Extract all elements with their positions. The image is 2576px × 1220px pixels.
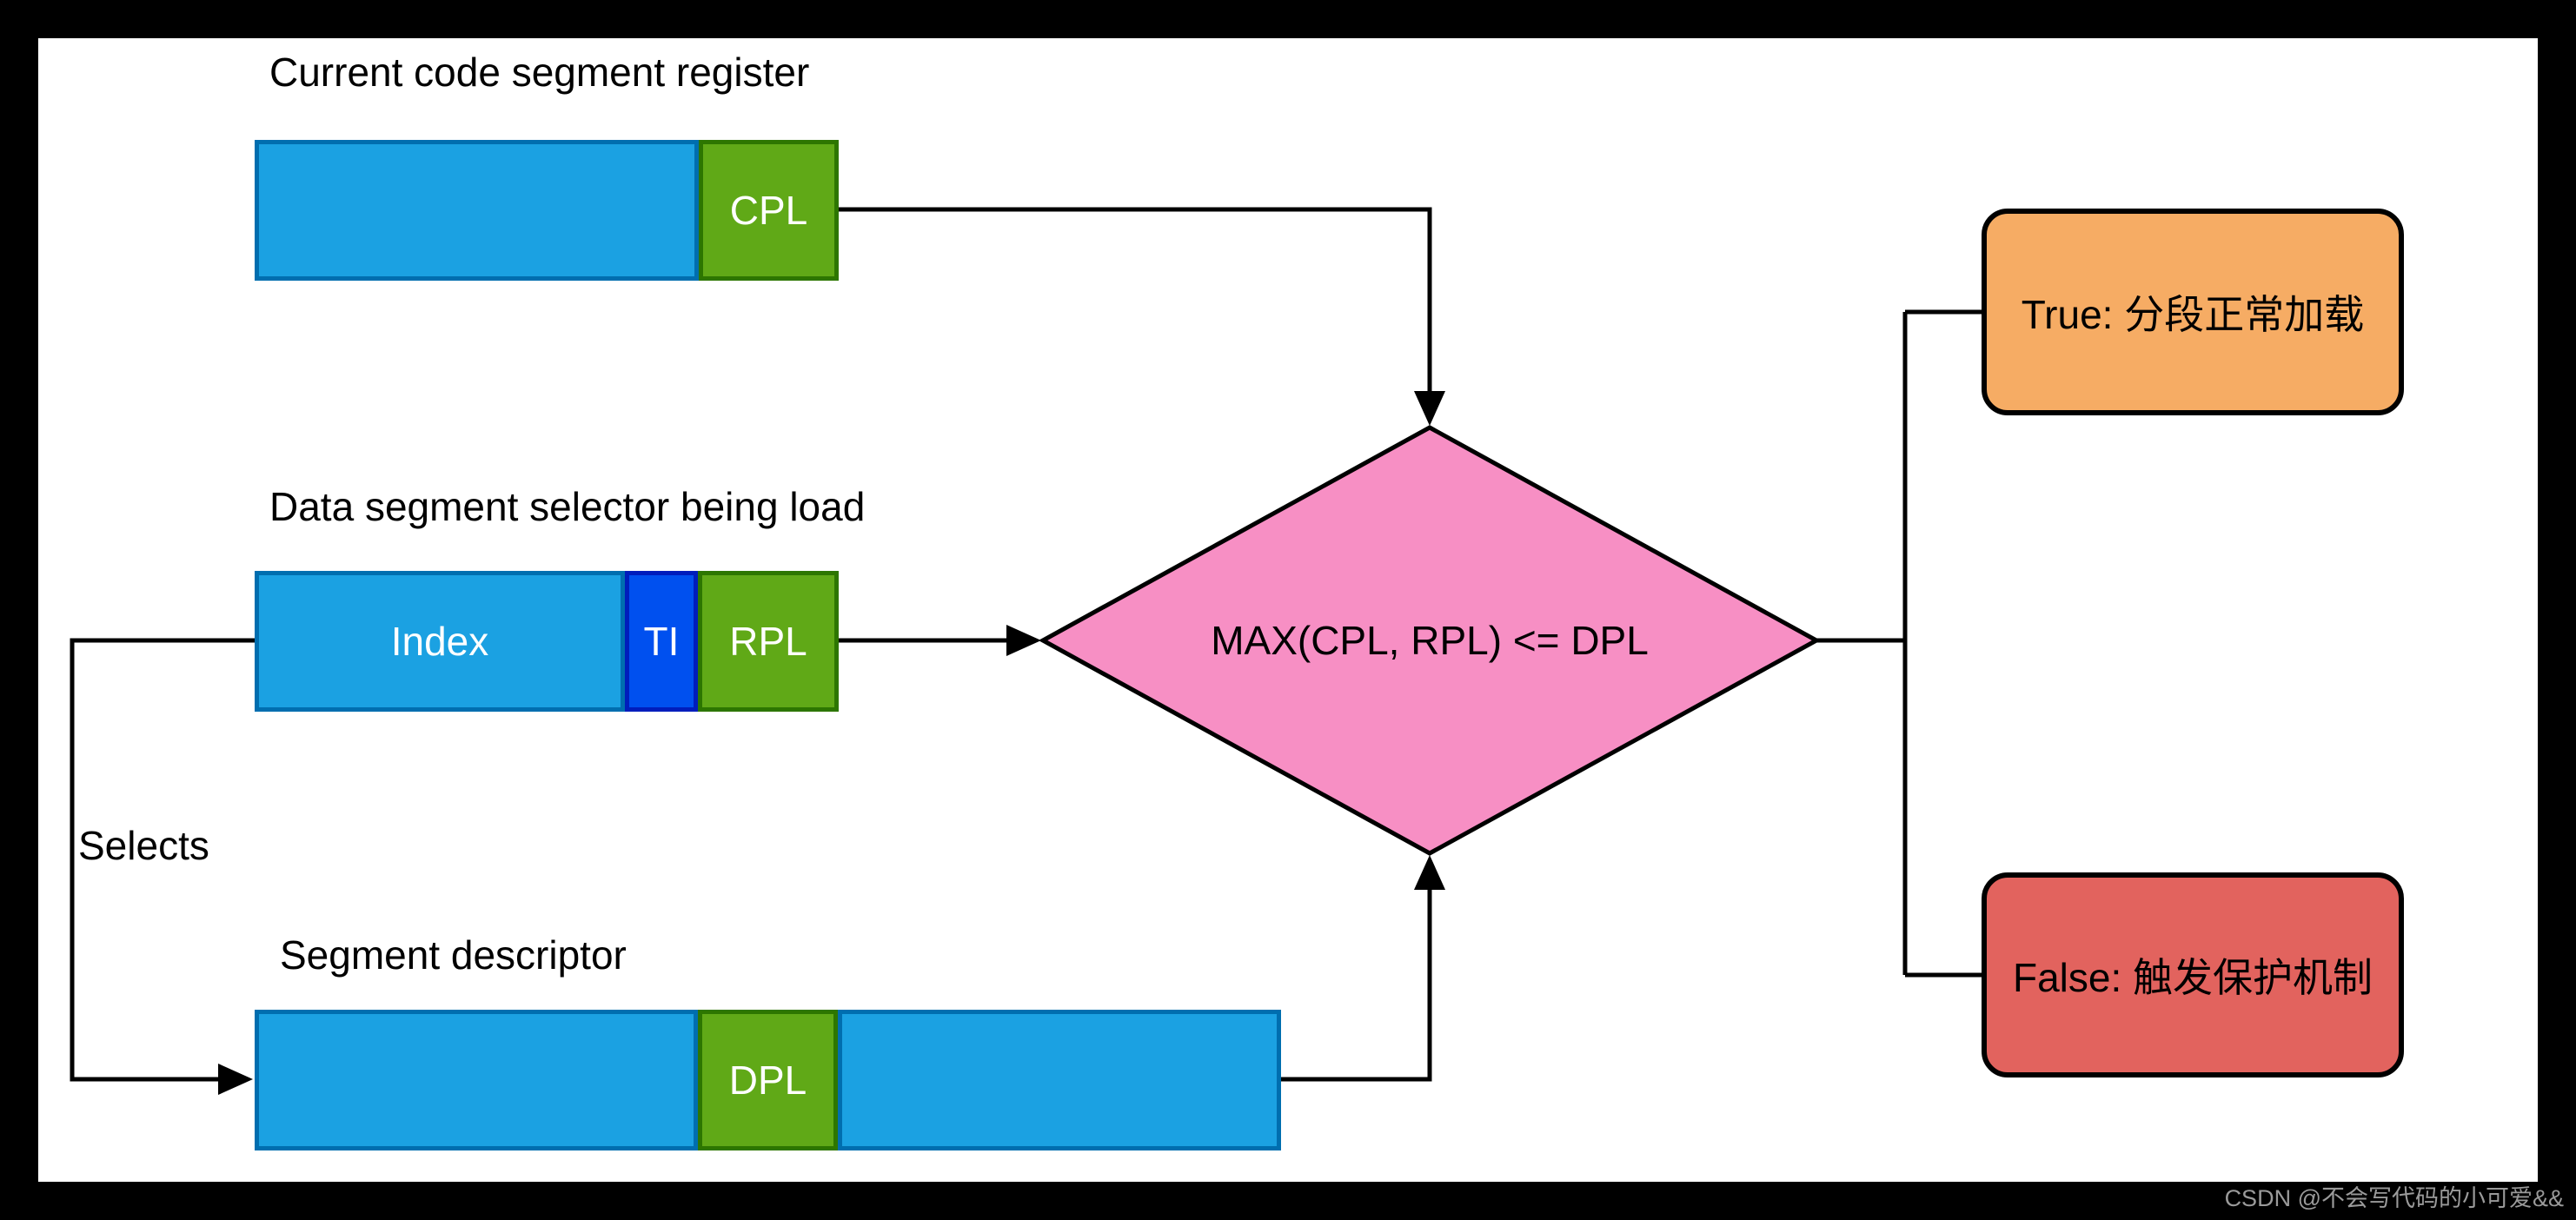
arrowhead-selects-icon (218, 1064, 253, 1095)
arrowhead-right-icon (1006, 625, 1041, 656)
watermark-text: CSDN @不会写代码的小可爱&& (2224, 1185, 2564, 1211)
outcome-true-box: True: 分段正常加载 (1982, 209, 2404, 415)
arrowhead-up-icon (1414, 855, 1445, 890)
descriptor-right-segment (838, 1010, 1281, 1150)
outcome-false-box: False: 触发保护机制 (1982, 872, 2404, 1077)
cpl-segment: CPL (699, 140, 839, 281)
code-segment-register-title: Current code segment register (269, 50, 810, 95)
connector-cpl-to-decision (839, 207, 1432, 396)
selects-label: Selects (78, 823, 209, 868)
decision-expression: MAX(CPL, RPL) <= DPL (1211, 618, 1649, 663)
descriptor-left-segment (255, 1010, 698, 1150)
arrowhead-down-icon (1414, 391, 1445, 426)
decision-diamond (1038, 425, 1822, 856)
code-segment-register-bar: CPL (255, 140, 839, 281)
segment-descriptor-title: Segment descriptor (280, 932, 627, 978)
data-segment-selector-bar: Index TI RPL (255, 571, 839, 712)
data-segment-selector-title: Data segment selector being load (269, 484, 866, 529)
connector-selects (70, 638, 255, 1082)
code-segment-base-segment (255, 140, 699, 281)
connector-decision-to-outcomes (1816, 309, 1982, 978)
segment-descriptor-bar: DPL (255, 1010, 1281, 1150)
dpl-segment: DPL (698, 1010, 838, 1150)
index-segment: Index (255, 571, 625, 712)
ti-segment: TI (625, 571, 698, 712)
rpl-segment: RPL (698, 571, 839, 712)
connector-dpl-to-decision (1281, 888, 1432, 1082)
